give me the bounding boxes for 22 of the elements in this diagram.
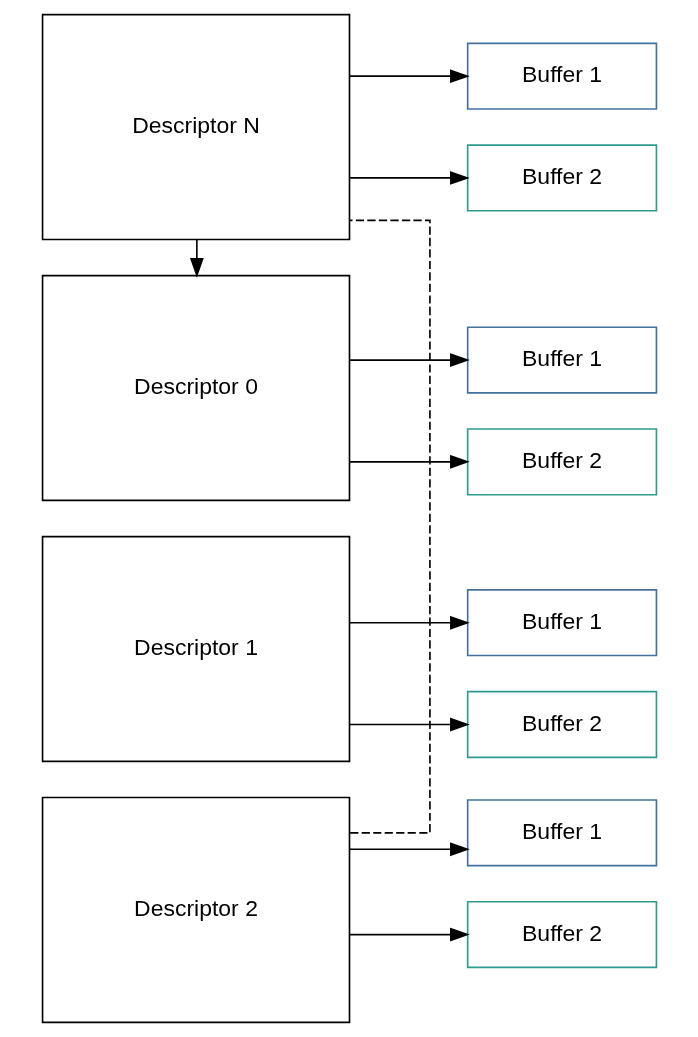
node-box: Buffer 1 (466, 42, 657, 110)
arrow (348, 454, 470, 469)
arrow (348, 69, 470, 84)
arrow (348, 615, 470, 630)
connector (348, 219, 431, 834)
node-box: Buffer 1 (466, 326, 657, 394)
node-box: Descriptor 2 (41, 796, 350, 1024)
node-box: Buffer 1 (466, 589, 657, 657)
arrow (189, 239, 204, 278)
arrow (348, 842, 470, 857)
node-box: Buffer 2 (466, 900, 657, 969)
node-box: Descriptor N (41, 13, 350, 241)
arrow (348, 171, 470, 185)
node-box: Descriptor 0 (41, 274, 350, 502)
arrow (348, 927, 470, 942)
node-box: Buffer 2 (466, 428, 657, 496)
node-box: Buffer 2 (466, 144, 657, 212)
node-box: Descriptor 1 (41, 535, 350, 763)
arrow (348, 717, 470, 732)
node-box: Buffer 1 (466, 799, 657, 867)
arrow (348, 353, 470, 367)
node-box: Buffer 2 (466, 690, 657, 759)
